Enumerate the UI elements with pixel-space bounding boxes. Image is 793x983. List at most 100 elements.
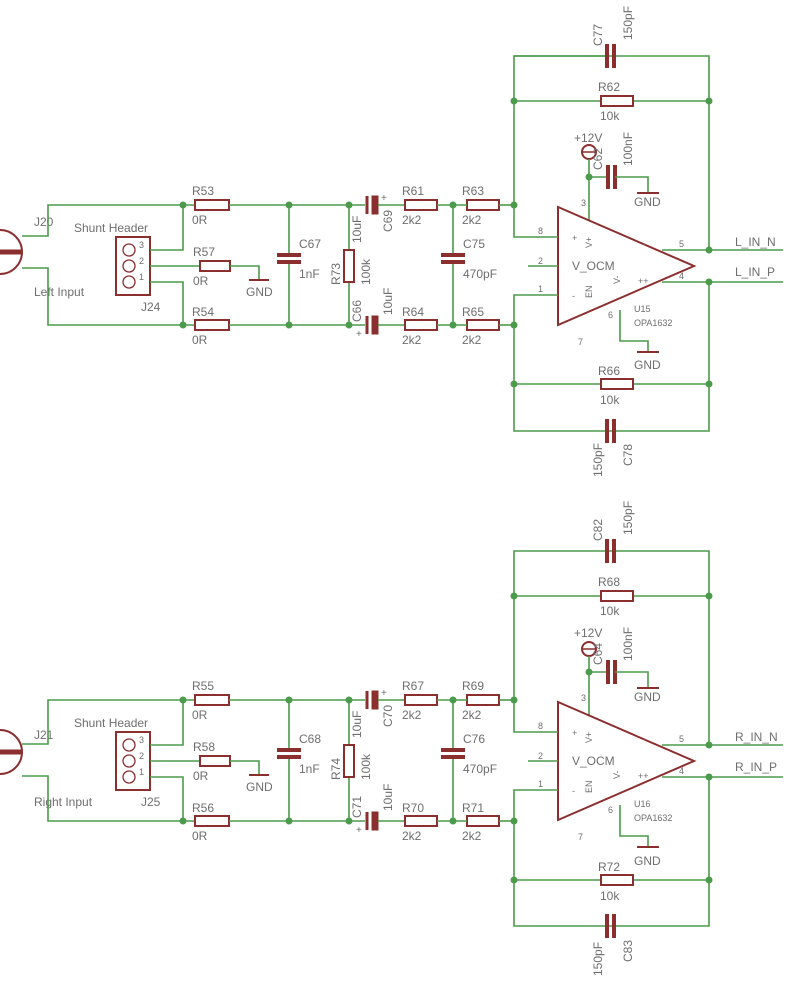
resistor-value: 2k2 (462, 333, 482, 347)
capacitor-value: 10uF (381, 784, 395, 811)
opamp-pin: 1 (538, 779, 543, 789)
supply-label: +12V (574, 131, 602, 145)
junction-dots (179, 97, 713, 388)
resistor-value: 10k (600, 604, 620, 618)
jack-icon (0, 729, 23, 775)
resistor-value: 0R (193, 769, 209, 783)
opamp-pin: 4 (679, 766, 684, 776)
ground-label: GND (634, 690, 661, 704)
opamp-pin: 2 (538, 751, 543, 761)
resistor-value: 2k2 (402, 213, 422, 227)
capacitor-value: 150pF (591, 942, 605, 976)
resistor-ref: R74 (329, 758, 343, 780)
jack-icon (0, 229, 23, 275)
capacitor-ref: C83 (621, 940, 635, 962)
resistor-r53 (194, 199, 230, 211)
resistor-value: 10k (600, 393, 620, 407)
header-pin-1: 1 (139, 272, 144, 282)
supply-label: +12V (574, 626, 602, 640)
opamp-en: EN (584, 780, 594, 793)
resistor-ref: R61 (402, 184, 424, 198)
resistor-r64 (404, 319, 438, 331)
svg-text:++: ++ (638, 771, 649, 781)
header-ref: J25 (141, 795, 161, 809)
resistor-r55 (194, 694, 230, 706)
resistor-r68 (600, 590, 634, 602)
opamp-pin: 5 (679, 239, 684, 249)
resistor-ref: R56 (192, 801, 214, 815)
opamp-vminus: V- (612, 770, 622, 779)
jack-ref: J21 (34, 728, 54, 742)
opamp-part: OPA1632 (634, 813, 672, 823)
svg-text:+: + (572, 728, 577, 738)
junction-dots (179, 592, 713, 884)
capacitor-value: 470pF (463, 267, 497, 281)
capacitor-value: 100nF (621, 627, 635, 661)
header-label: Shunt Header (74, 221, 148, 235)
opamp-pin: 7 (578, 832, 583, 842)
svg-text:+: + (356, 329, 362, 340)
capacitor-ref: C62 (591, 148, 605, 170)
ground-label: GND (246, 285, 273, 299)
capacitor-ref: C66 (350, 300, 364, 322)
resistor-ref: R70 (402, 801, 424, 815)
svg-text:-: - (643, 734, 646, 744)
resistor-r73 (343, 249, 355, 283)
left-channel: J20 Left Input Shunt Header 3 2 1 J24 R5… (0, 6, 783, 477)
resistor-value: 10k (600, 889, 620, 903)
capacitor-ref: C82 (591, 519, 605, 541)
ground-label: GND (634, 195, 661, 209)
resistor-r61 (404, 199, 438, 211)
opamp-pin: 1 (538, 284, 543, 294)
header-pin-3: 3 (139, 240, 144, 250)
capacitor-ref: C69 (381, 210, 395, 232)
resistor-r56 (194, 815, 230, 827)
resistor-value: 2k2 (402, 829, 422, 843)
resistor-ref: R55 (192, 679, 214, 693)
opamp-pin: 8 (538, 226, 543, 236)
opamp-pin: 7 (578, 337, 583, 347)
opamp-pin: 2 (538, 256, 543, 266)
input-label: Right Input (34, 795, 93, 809)
capacitor-ref: C75 (463, 237, 485, 251)
resistor-ref: R53 (192, 184, 214, 198)
opamp-pin: 4 (679, 271, 684, 281)
ground-label: GND (634, 854, 661, 868)
resistor-ref: R54 (192, 305, 214, 319)
capacitor-ref: C76 (463, 732, 485, 746)
resistor-ref: R57 (193, 245, 215, 259)
resistor-ref: R68 (598, 575, 620, 589)
capacitor-value: 150pF (591, 443, 605, 477)
resistor-value: 10k (600, 109, 620, 123)
net-label-out-p: L_IN_P (735, 265, 775, 279)
resistor-r71 (466, 815, 500, 827)
resistor-r70 (404, 815, 438, 827)
svg-text:+: + (381, 193, 387, 204)
right-channel: J21 Right Input Shunt Header 3 2 1 J25 R… (0, 501, 783, 976)
ground-label: GND (634, 358, 661, 372)
capacitor-ref: C77 (591, 24, 605, 46)
resistor-r63 (466, 199, 500, 211)
resistor-r62 (600, 95, 634, 107)
capacitor-value: 1nF (299, 267, 320, 281)
resistor-ref: R63 (462, 184, 484, 198)
resistor-value: 0R (192, 213, 208, 227)
opamp-en: EN (584, 285, 594, 298)
opamp-vocm: V_OCM (572, 259, 615, 273)
resistor-ref: R64 (402, 305, 424, 319)
resistor-r72 (600, 874, 634, 886)
resistor-ref: R69 (462, 679, 484, 693)
capacitor-ref: C78 (621, 444, 635, 466)
opamp-ref: U16 (634, 799, 651, 809)
header-ref: J24 (141, 300, 161, 314)
opamp-pin: 5 (679, 734, 684, 744)
net-label-out-n: R_IN_N (735, 730, 778, 744)
capacitor-ref: C67 (299, 237, 321, 251)
capacitor-value: 1nF (299, 762, 320, 776)
resistor-ref: R72 (598, 860, 620, 874)
opamp-pin: 8 (538, 721, 543, 731)
resistor-r57 (199, 260, 231, 272)
capacitor-ref: C71 (350, 796, 364, 818)
resistor-r69 (466, 694, 500, 706)
resistor-value: 2k2 (462, 708, 482, 722)
